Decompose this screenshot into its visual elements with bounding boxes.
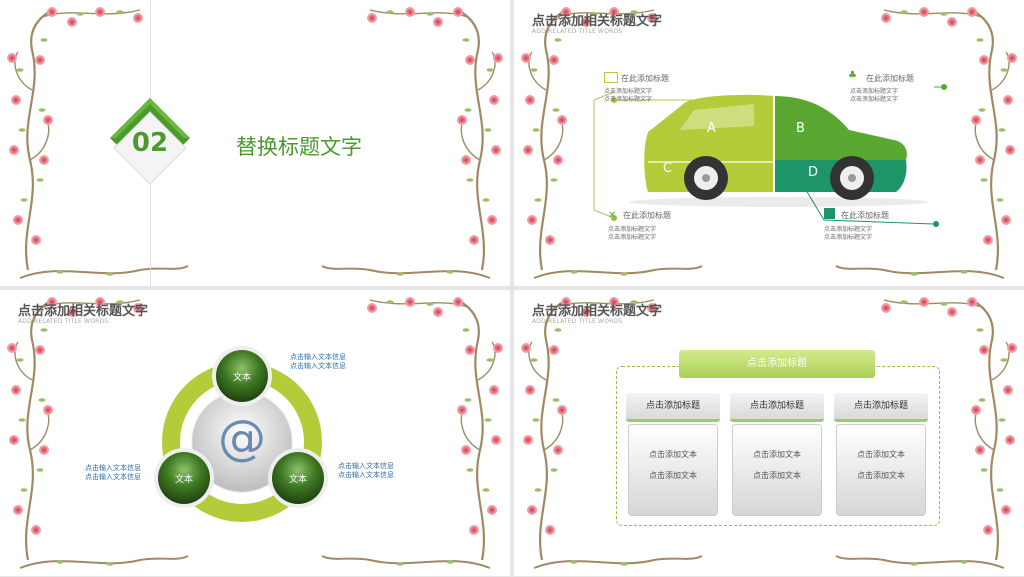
column-title: 点击添加标题 [626, 393, 720, 422]
slide-title: 点击添加相关标题文字 [532, 14, 663, 29]
puzzle-label-d: D [808, 165, 819, 180]
at-sign-icon: @ [218, 410, 266, 466]
cycle-node-label: 文本 [232, 373, 251, 383]
slide-title: 点击添加相关标题文字 [18, 304, 149, 319]
slide-subtitle: ADD RELATED TITLE WORDS [532, 28, 623, 35]
callout-text: 点击添加标题文字点击添加标题文字 [608, 226, 657, 241]
slide-subtitle: ADD RELATED TITLE WORDS [18, 318, 109, 325]
puzzle-label-c: C [663, 161, 673, 176]
column-body: 点击添加文本点击添加文本 [628, 424, 718, 516]
column-body: 点击添加文本点击添加文本 [836, 424, 926, 516]
slide-thumbnail-4[interactable]: 点击添加相关标题文字 ADD RELATED TITLE WORDS 点击添加标… [514, 290, 1024, 576]
column-title: 点击添加标题 [834, 393, 928, 422]
callout-title: 在此添加标题 [623, 211, 671, 220]
callout-title: 在此添加标题 [621, 74, 669, 83]
section-title: 替换标题文字 [236, 135, 362, 159]
section-number: 02 [131, 128, 169, 158]
puzzle-label-b: B [796, 121, 805, 136]
puzzle-label-a: A [707, 121, 716, 136]
column-title: 点击添加标题 [730, 393, 824, 422]
callout-title: 在此添加标题 [841, 211, 889, 220]
callout-text: 点击添加标题文字点击添加标题文字 [824, 226, 873, 241]
callout-text: 点击添加标题文字点击添加标题文字 [604, 88, 653, 103]
cycle-node-label: 文本 [174, 475, 193, 485]
tools-icon: ✕ [608, 210, 617, 221]
cycle-diagram [154, 346, 328, 522]
qr-icon [824, 208, 835, 219]
slide-thumbnail-1[interactable]: 02 替换标题文字 [0, 0, 510, 286]
callout-title: 在此添加标题 [866, 74, 914, 83]
slide-subtitle: ADD RELATED TITLE WORDS [532, 318, 623, 325]
column-body: 点击添加文本点击添加文本 [732, 424, 822, 516]
play-icon [604, 72, 618, 83]
puzzle-car-graphic [593, 84, 947, 227]
main-header: 点击添加标题 [679, 350, 875, 378]
info-text: 点击输入文本信息点击输入文本信息 [290, 353, 346, 370]
cycle-node-label: 文本 [288, 475, 307, 485]
slide-title: 点击添加相关标题文字 [532, 304, 663, 319]
info-text: 点击输入文本信息点击输入文本信息 [85, 464, 141, 481]
chart-icon: ♣ [848, 70, 857, 81]
slide-thumbnail-2[interactable]: 点击添加相关标题文字 ADD RELATED TITLE WORDS A B C… [514, 0, 1024, 286]
section-number-badge [110, 98, 190, 185]
slide-thumbnail-3[interactable]: 点击添加相关标题文字 ADD RELATED TITLE WORDS @ 文本 … [0, 290, 510, 576]
callout-text: 点击添加标题文字点击添加标题文字 [850, 88, 899, 103]
info-text: 点击输入文本信息点击输入文本信息 [338, 462, 394, 479]
